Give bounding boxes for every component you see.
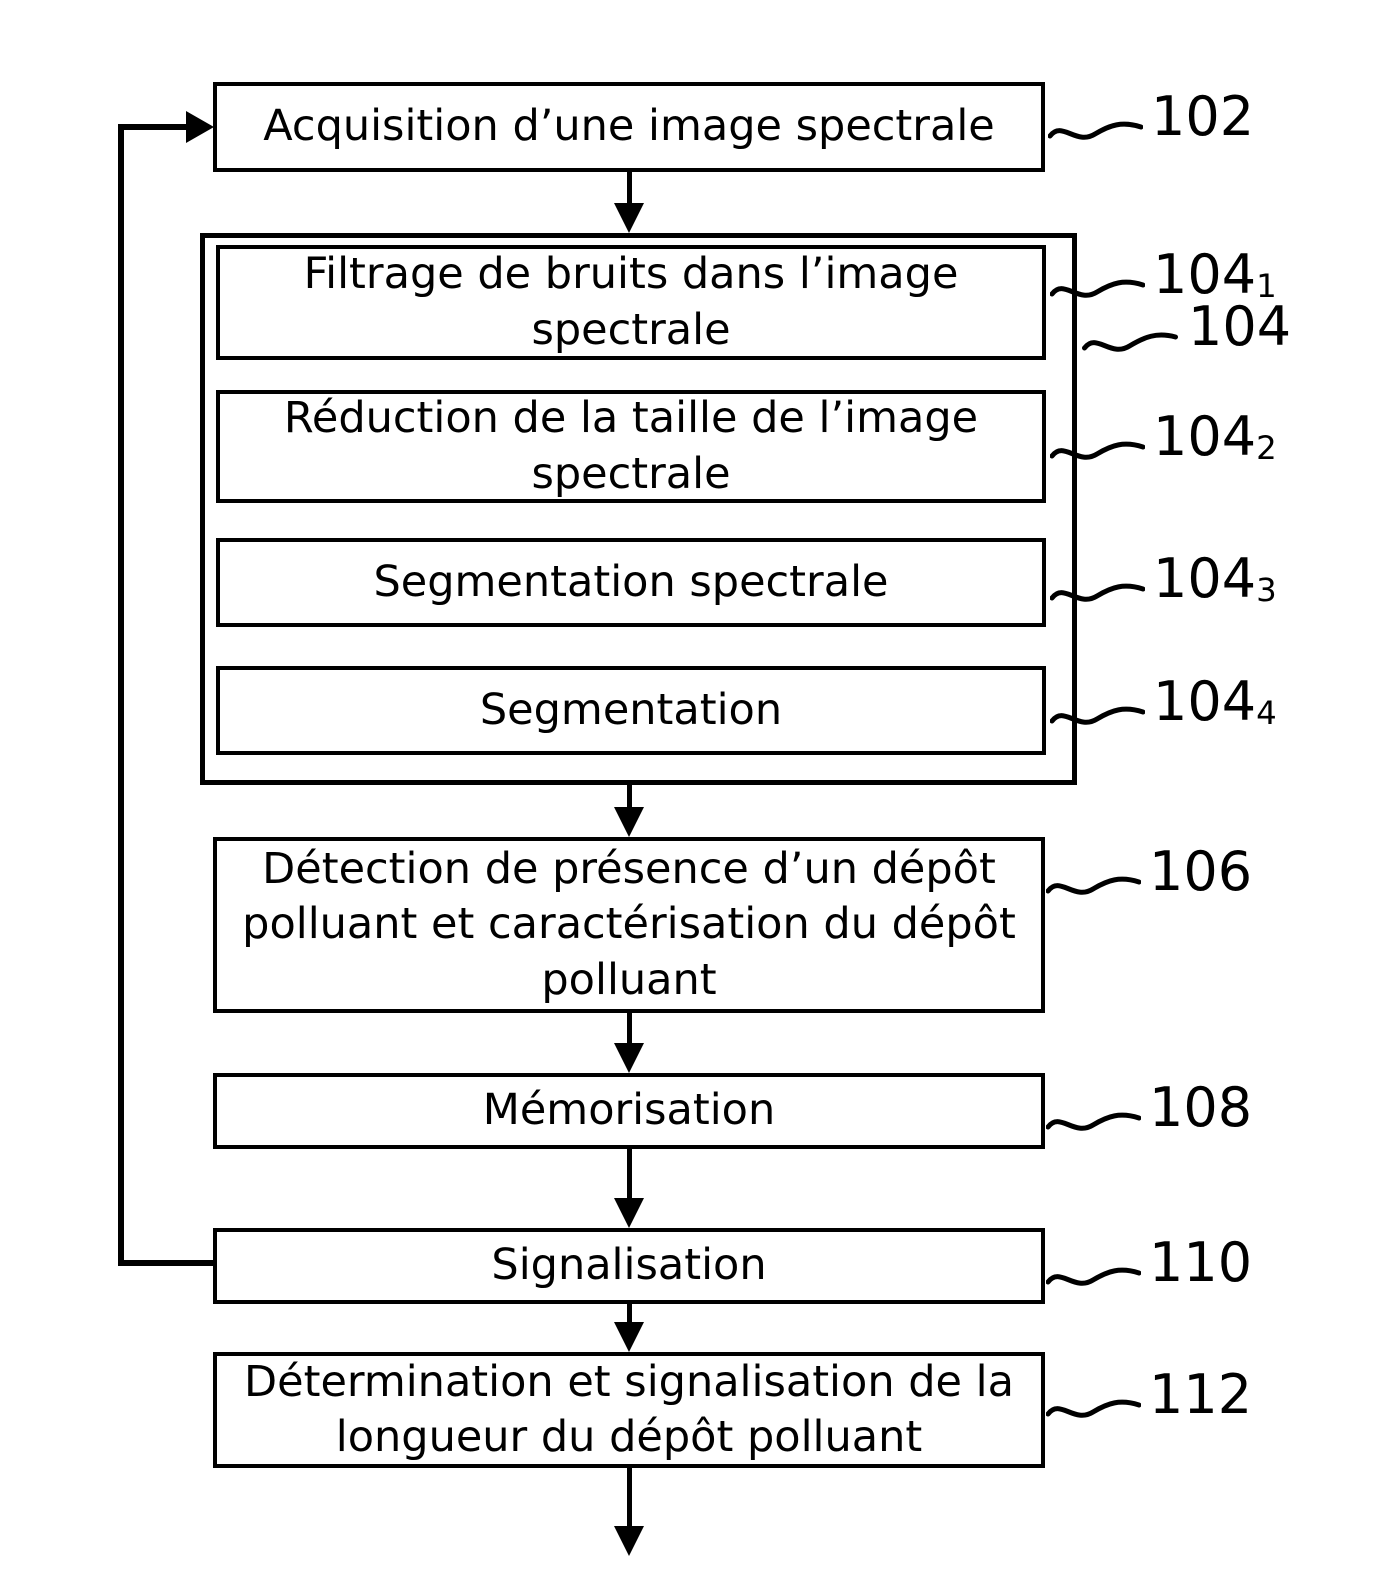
ref-label-104: 104 [1080, 300, 1291, 362]
ref-label-104-1: 1041 [1050, 248, 1277, 310]
ref-connector-icon [1046, 876, 1141, 895]
arrow-head [614, 1322, 644, 1352]
arrow-head [614, 807, 644, 837]
arrow-head [614, 1198, 644, 1228]
ref-number: 106 [1149, 840, 1253, 903]
feedback-arrow-head [186, 111, 214, 143]
process-box-determination: Détermination et signalisation de la lon… [213, 1352, 1045, 1468]
ref-label-104-4: 1044 [1050, 675, 1277, 737]
ref-connector-icon [1048, 121, 1143, 140]
ref-subscript: 3 [1256, 570, 1277, 609]
ref-label-104-3: 1043 [1050, 552, 1277, 614]
process-box-signalisation: Signalisation [213, 1228, 1045, 1304]
feedback-line-bottom [118, 1260, 213, 1266]
ref-number: 104 [1188, 295, 1292, 358]
process-box-segmentation: Segmentation [216, 666, 1046, 755]
feedback-line-vertical [118, 124, 124, 1266]
process-box-acquisition: Acquisition d’une image spectrale [213, 82, 1045, 172]
process-box-label: Réduction de la taille de l’image spectr… [283, 393, 979, 499]
ref-subscript: 2 [1256, 428, 1277, 467]
ref-subscript: 1 [1256, 266, 1277, 305]
down-arrow-icon [613, 172, 645, 233]
process-box-filtrage: Filtrage de bruits dans l’image spectral… [216, 245, 1046, 360]
process-box-segmentation-spectrale: Segmentation spectrale [216, 538, 1046, 627]
process-box-label: Filtrage de bruits dans l’image spectral… [303, 249, 959, 355]
ref-label-110: 110 [1046, 1236, 1252, 1298]
process-box-label: Segmentation spectrale [373, 556, 889, 607]
process-box-label: Mémorisation [482, 1085, 776, 1136]
ref-label-104-2: 1042 [1050, 410, 1277, 472]
ref-connector-icon [1046, 1267, 1141, 1286]
arrow-shaft [626, 1468, 632, 1526]
process-box-detection: Détection de présence d’un dépôt polluan… [213, 837, 1045, 1013]
ref-connector-icon [1050, 583, 1145, 602]
ref-label-106: 106 [1046, 845, 1252, 907]
process-box-label: Acquisition d’une image spectrale [263, 101, 995, 152]
arrow-head [614, 1043, 644, 1073]
ref-number: 1041 [1153, 243, 1277, 306]
ref-number: 102 [1151, 85, 1255, 148]
ref-number: 110 [1149, 1231, 1253, 1294]
down-arrow-icon [613, 1013, 645, 1073]
arrow-head [614, 1526, 644, 1556]
process-box-label: Détermination et signalisation de la lon… [244, 1356, 1014, 1462]
ref-number: 1042 [1153, 405, 1277, 468]
ref-connector-icon [1050, 706, 1145, 725]
arrow-shaft [626, 785, 632, 807]
arrow-shaft [626, 1013, 632, 1043]
down-arrow-icon [613, 1468, 645, 1556]
process-box-reduction: Réduction de la taille de l’image spectr… [216, 390, 1046, 503]
ref-connector-icon [1050, 279, 1145, 298]
ref-connector-icon [1050, 441, 1145, 460]
down-arrow-icon [613, 1149, 645, 1228]
process-box-label: Signalisation [491, 1240, 767, 1291]
process-box-memorisation: Mémorisation [213, 1073, 1045, 1149]
arrow-head [614, 203, 644, 233]
ref-subscript: 4 [1256, 693, 1277, 732]
ref-connector-icon [1082, 332, 1178, 352]
ref-number: 108 [1149, 1076, 1253, 1139]
feedback-line-top [118, 124, 188, 130]
down-arrow-icon [613, 785, 645, 837]
ref-number: 1043 [1153, 547, 1277, 610]
ref-label-112: 112 [1046, 1368, 1252, 1430]
process-box-label: Segmentation [479, 684, 783, 735]
ref-number: 1044 [1153, 670, 1277, 733]
arrow-shaft [626, 1149, 632, 1198]
ref-connector-icon [1046, 1399, 1141, 1418]
ref-connector-icon [1046, 1112, 1141, 1131]
arrow-shaft [626, 172, 632, 203]
arrow-shaft [626, 1304, 632, 1322]
ref-label-102: 102 [1048, 90, 1254, 152]
ref-label-108: 108 [1046, 1081, 1252, 1143]
down-arrow-icon [613, 1304, 645, 1352]
process-box-label: Détection de présence d’un dépôt polluan… [242, 844, 1016, 1005]
ref-number: 112 [1149, 1363, 1253, 1426]
